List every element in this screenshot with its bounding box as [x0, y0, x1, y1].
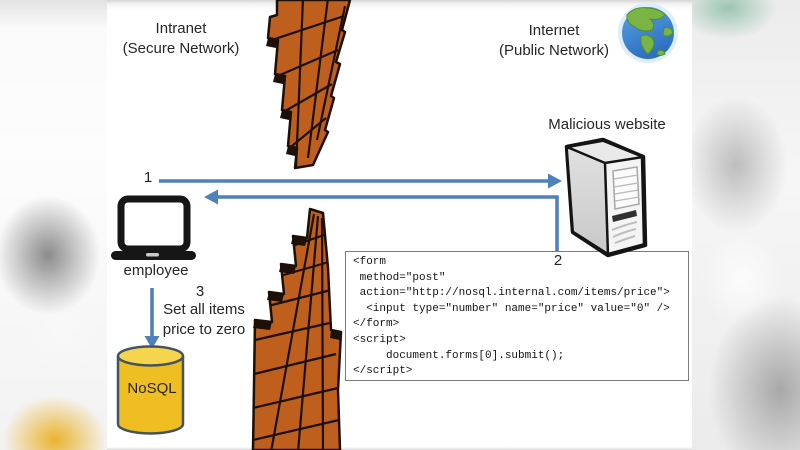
arrow-right-icon	[159, 173, 562, 189]
brick-firewall-lower-icon	[251, 207, 343, 450]
code-line: </form>	[353, 318, 400, 331]
blurred-edge-left	[0, 0, 107, 450]
brick-firewall-upper-icon	[266, 0, 352, 170]
attack-diagram-slide: Intranet (Secure Network) Internet (Publ…	[107, 0, 692, 450]
server-tower-icon	[564, 137, 648, 258]
malicious-website-label: Malicious website	[548, 116, 666, 133]
code-line: method="post"	[353, 271, 446, 284]
step1-number: 1	[143, 169, 153, 186]
intranet-label: Intranet (Secure Network)	[123, 19, 240, 59]
blurred-edge-right	[692, 0, 800, 450]
code-line: document.forms[0].submit();	[353, 349, 565, 362]
internet-label-line1: Internet	[528, 22, 580, 39]
exploit-code-box: <form method="post" action="http://nosql…	[345, 251, 689, 381]
code-line: <input type="number" name="price" value=…	[353, 302, 670, 315]
nosql-label: NoSQL	[127, 380, 177, 397]
intranet-label-line2: (Secure Network)	[122, 40, 240, 57]
code-line: action="http://nosql.internal.com/items/…	[353, 287, 670, 300]
laptop-icon	[111, 195, 196, 260]
employee-label: employee	[123, 262, 189, 279]
step3-caption: Set all items price to zero	[163, 300, 246, 340]
step3-number: 3	[195, 283, 205, 300]
step2-number: 2	[553, 252, 563, 269]
intranet-label-line1: Intranet	[155, 20, 207, 37]
step3-caption-line2: price to zero	[162, 321, 246, 338]
arrow-down-icon	[144, 288, 160, 349]
step3-caption-line1: Set all items	[163, 301, 245, 318]
code-line: </script>	[353, 365, 413, 378]
code-line: <form	[353, 256, 387, 268]
arrow-left-icon	[204, 189, 559, 251]
diagram-graphics	[111, 0, 678, 450]
globe-icon	[618, 3, 678, 63]
internet-label: Internet (Public Network)	[499, 21, 609, 61]
code-line: <script>	[353, 333, 406, 346]
internet-label-line2: (Public Network)	[498, 42, 610, 59]
